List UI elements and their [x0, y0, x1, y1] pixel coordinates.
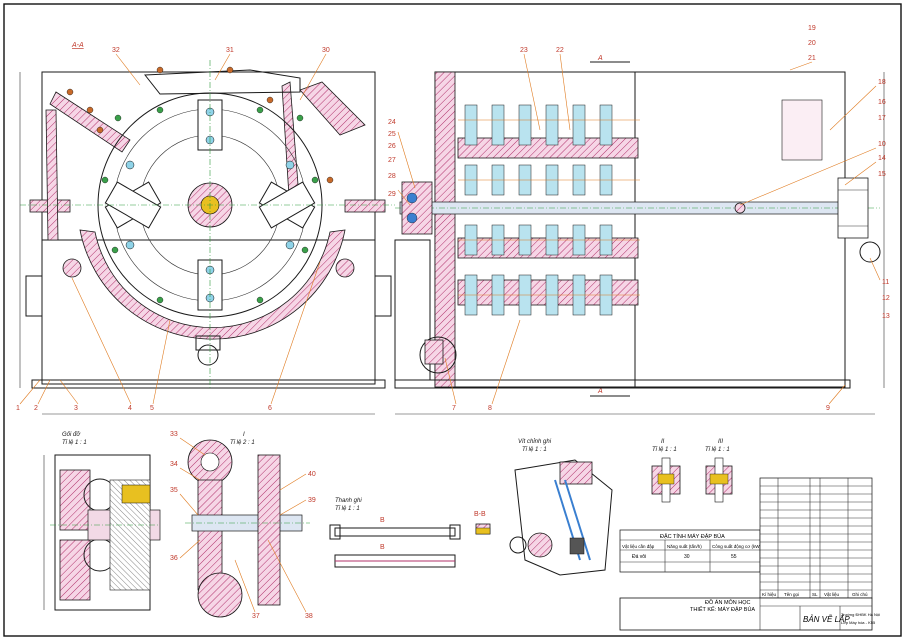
section-b-upper-label: B: [380, 517, 385, 524]
balloons-right-view: 23 22 19 20 21 18 16 17 10 14 15 24 25 2…: [388, 25, 890, 412]
balloon-9: 9: [826, 405, 830, 412]
detail-ii-scale: Tỉ lệ 1 : 1: [652, 446, 677, 453]
parts-header-note: Ghi chú: [852, 592, 868, 597]
balloon-20: 20: [808, 40, 816, 47]
vit-chinh-ghi-title: Vít chỉnh ghi: [518, 438, 552, 445]
balloon-13: 13: [882, 313, 890, 320]
balloon-18: 18: [878, 79, 886, 86]
detail-ii: II Tỉ lệ 1 : 1: [651, 439, 681, 503]
section-aa-view: A-A: [19, 42, 395, 415]
balloons-left-view: 32 31 30 1 2 3 4 5 6: [16, 47, 330, 412]
sheet-border: [3, 3, 902, 637]
base-plate-right: [394, 379, 851, 389]
title-design: THIẾT KẾ: MÁY ĐẬP BÚA: [690, 606, 755, 613]
title-block: ĐỒ ÁN MÔN HỌC THIẾT KẾ: MÁY ĐẬP BÚA BẢN …: [619, 597, 880, 631]
balloon-22: 22: [556, 47, 564, 54]
balloon-12: 12: [882, 295, 890, 302]
balloon-5: 5: [150, 405, 154, 412]
balloon-39: 39: [308, 497, 316, 504]
bearing-right: [837, 177, 869, 239]
balloon-2: 2: [34, 405, 38, 412]
spec-header-capacity: Năng suất (tấn/h): [667, 544, 702, 549]
detail-i-title: I: [243, 432, 245, 438]
grate-bar-detail: Thanh ghi Tỉ lệ 1 : 1 B B B-B: [329, 498, 491, 568]
balloon-6: 6: [268, 405, 272, 412]
detail-ii-title: II: [661, 439, 665, 445]
balloon-16: 16: [878, 99, 886, 106]
balloon-37: 37: [252, 613, 260, 620]
bearing-support-detail: Gối đỡ Tỉ lệ 1 : 1: [43, 431, 161, 611]
balloon-29: 29: [388, 191, 396, 198]
balloon-31: 31: [226, 47, 234, 54]
balloon-33: 33: [170, 431, 178, 438]
balloon-26: 26: [388, 143, 396, 150]
balloon-28: 28: [388, 173, 396, 180]
title-drawing-type: BẢN VẼ LẮP: [803, 615, 850, 624]
balloon-25: 25: [388, 131, 396, 138]
balloon-21: 21: [808, 55, 816, 62]
balloon-27: 27: [388, 157, 396, 164]
balloon-17: 17: [878, 115, 886, 122]
title-course: ĐỒ ÁN MÔN HỌC: [705, 599, 751, 606]
detail-iii: III Tỉ lệ 1 : 1: [705, 439, 733, 503]
grate-adjust-screw-detail: Vít chỉnh ghi Tỉ lệ 1 : 1: [509, 438, 613, 576]
front-section-view: A A: [394, 55, 885, 415]
title-class: Lớp Máy hóa - K55: [841, 620, 876, 625]
bearing-left: [401, 181, 433, 235]
parts-header-material: Vật liệu: [824, 592, 840, 597]
balloon-23: 23: [520, 47, 528, 54]
balloon-8: 8: [488, 405, 492, 412]
goi-do-scale: Tỉ lệ 1 : 1: [62, 439, 87, 446]
parts-header-symbol: Kí hiệu: [762, 592, 777, 597]
balloon-19: 19: [808, 25, 816, 32]
parts-header-qty: SL: [812, 592, 818, 597]
balloon-3: 3: [74, 405, 78, 412]
title-school: Trường ĐHBK Hà Nội: [841, 612, 880, 617]
detail-i: I Tỉ lệ 2 : 1 33 34 35 36 37 38 39 40: [170, 431, 316, 620]
section-a-bottom-label: A: [597, 388, 603, 395]
section-a-top-label: A: [597, 55, 603, 62]
spec-header-power: Công suất động cơ (kW): [712, 544, 761, 549]
detail-i-scale: Tỉ lệ 2 : 1: [230, 439, 255, 446]
vit-chinh-ghi-scale: Tỉ lệ 1 : 1: [522, 446, 547, 453]
balloon-10: 10: [878, 141, 886, 148]
balloon-1: 1: [16, 405, 20, 412]
balloon-40: 40: [308, 471, 316, 478]
balloon-38: 38: [305, 613, 313, 620]
balloon-24: 24: [388, 119, 396, 126]
parts-header-name: Tên gọi: [784, 592, 799, 597]
base-plate-left: [31, 379, 386, 389]
balloon-35: 35: [170, 487, 178, 494]
spec-value-power: 55: [731, 554, 737, 560]
spec-value-material: Đá vôi: [632, 554, 646, 560]
spec-value-capacity: 30: [684, 554, 690, 560]
balloon-7: 7: [452, 405, 456, 412]
balloon-36: 36: [170, 555, 178, 562]
thanh-ghi-title: Thanh ghi: [335, 498, 362, 504]
balloon-14: 14: [878, 155, 886, 162]
balloon-4: 4: [128, 405, 132, 412]
balloon-32: 32: [112, 47, 120, 54]
section-aa-label: A-A: [71, 42, 84, 49]
section-b-lower-label: B: [380, 544, 385, 551]
spec-table-title: ĐẶC TÍNH MÁY ĐẬP BÚA: [660, 533, 725, 540]
goi-do-title: Gối đỡ: [62, 431, 81, 438]
balloon-15: 15: [878, 171, 886, 178]
spec-header-material: Vật liệu cần đập: [622, 544, 655, 549]
parts-list-table: Kí hiệu Tên gọi SL Vật liệu Ghi chú: [759, 477, 873, 599]
balloon-34: 34: [170, 461, 178, 468]
balloon-11: 11: [882, 279, 889, 286]
detail-iii-title: III: [718, 439, 723, 445]
balloon-30: 30: [322, 47, 330, 54]
spec-table: ĐẶC TÍNH MÁY ĐẬP BÚA Vật liệu cần đập Nă…: [619, 529, 761, 573]
detail-iii-scale: Tỉ lệ 1 : 1: [705, 446, 730, 453]
section-bb-label: B-B: [474, 511, 486, 518]
thanh-ghi-scale: Tỉ lệ 1 : 1: [335, 505, 360, 512]
